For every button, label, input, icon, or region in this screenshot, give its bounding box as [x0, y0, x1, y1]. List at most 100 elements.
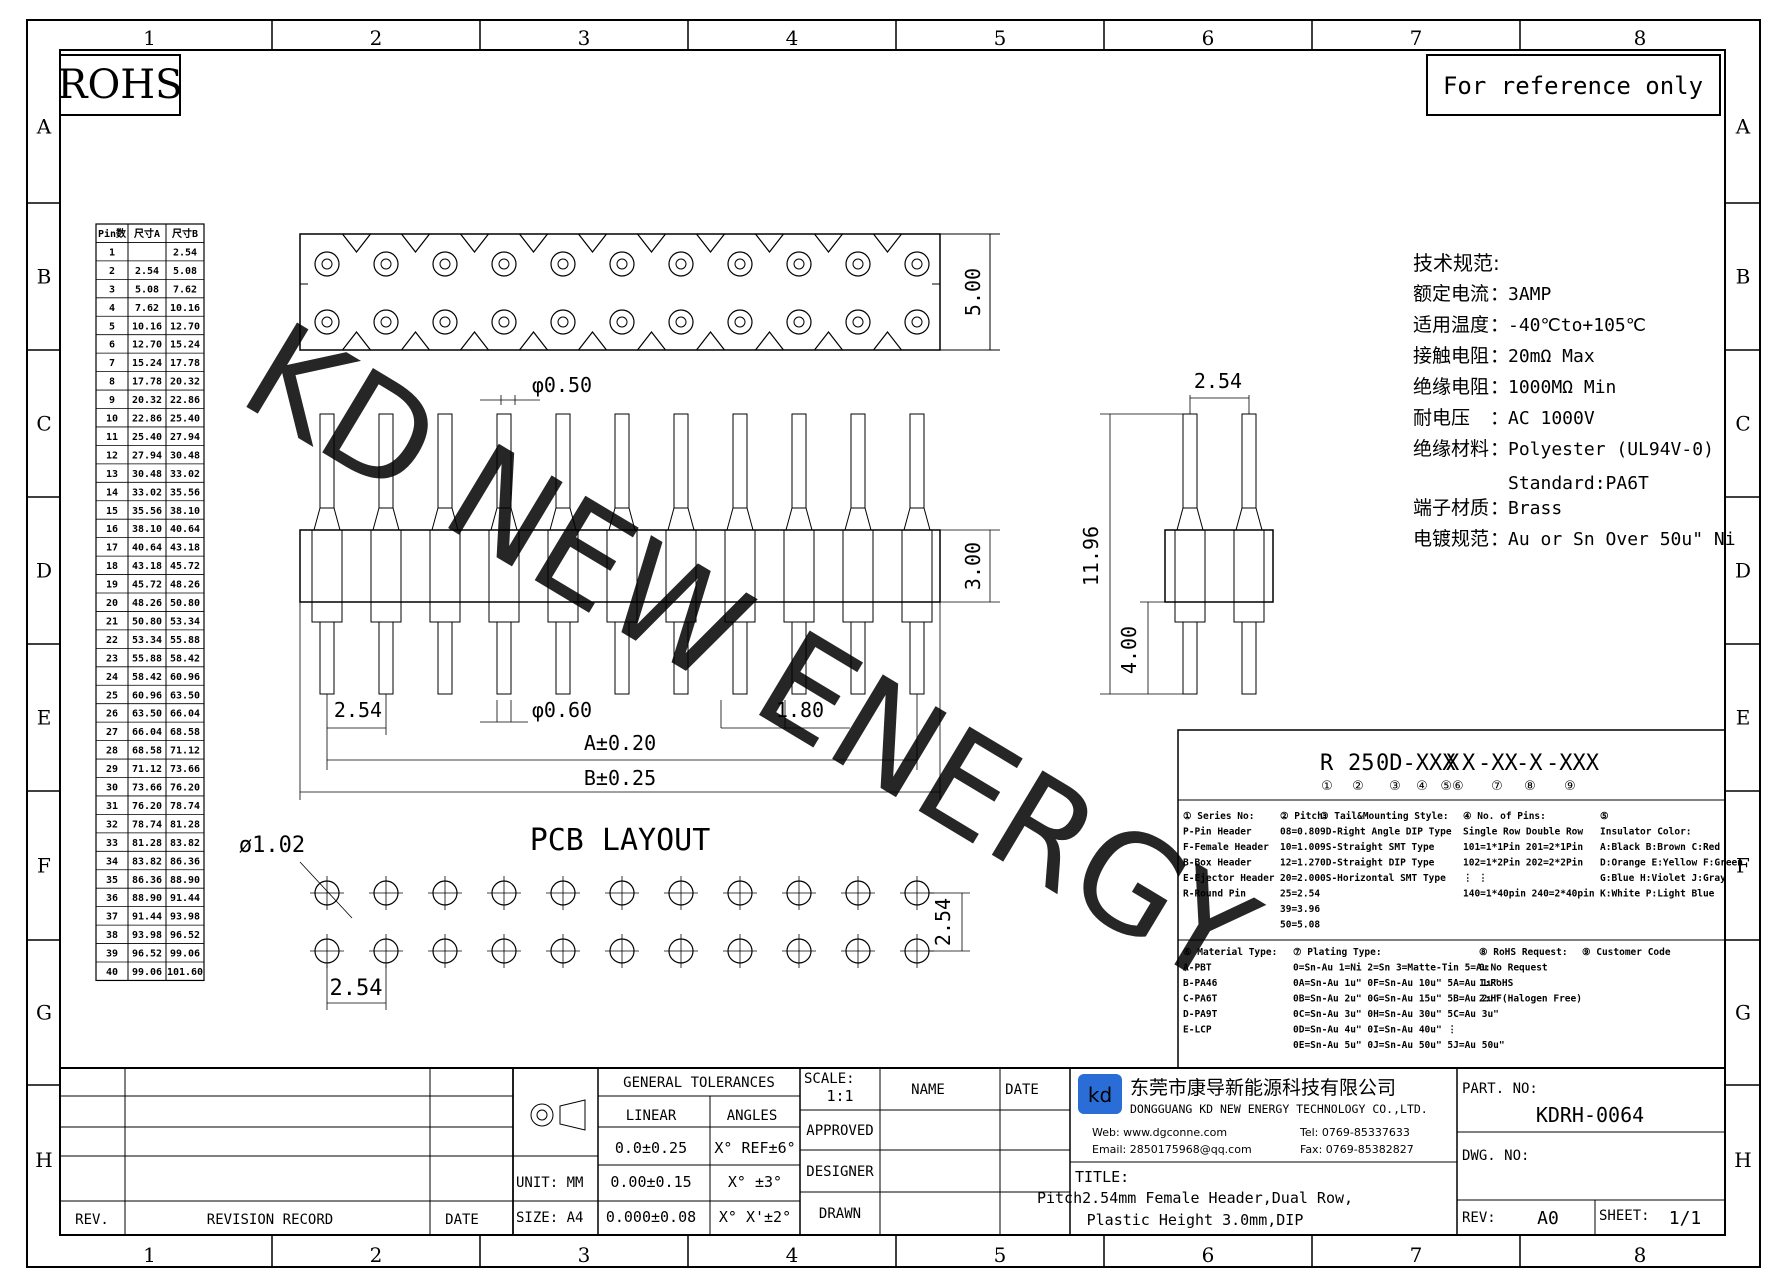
- part-code-index: ⑤⑥: [1440, 779, 1463, 794]
- pin-table-cell: 50.80: [170, 598, 200, 609]
- zone-col-top: 6: [1202, 26, 1215, 50]
- spec-colon: ：: [1490, 438, 1509, 460]
- part-code-segment: -XX: [1478, 751, 1518, 776]
- pin-table-cell: 5.08: [135, 284, 159, 295]
- pin-table-cell: 12: [106, 450, 118, 461]
- zone-col-top: 8: [1634, 26, 1647, 50]
- zone-col-bottom: 2: [370, 1243, 383, 1267]
- part-code-index: ⑧: [1524, 779, 1536, 794]
- pin-table-cell: 81.28: [170, 819, 200, 830]
- pcb-layout: [299, 861, 970, 1010]
- zone-row-left: H: [35, 1148, 52, 1172]
- projection-symbol-cone: [559, 1099, 586, 1131]
- pin-table-cell: 22.86: [170, 395, 200, 406]
- legend-line: P-Pin Header: [1183, 827, 1252, 838]
- contact-hole: [557, 258, 569, 270]
- spec-value: 3AMP: [1508, 284, 1552, 305]
- spec-value: 1000MΩ Min: [1508, 377, 1616, 398]
- side-pin-taper: [1235, 507, 1263, 531]
- legend-line: D-PA9T: [1183, 1009, 1218, 1020]
- pin-upper: [850, 413, 866, 509]
- pin-sleeve: [842, 529, 874, 603]
- pin-lower: [732, 621, 748, 695]
- spec-colon: ：: [1490, 314, 1509, 336]
- contact-ring: [668, 251, 694, 277]
- pin-table-cell: 6: [109, 340, 115, 351]
- legend-line: 25=2.54: [1280, 889, 1320, 900]
- company-email: Email: 2850175968@qq.com: [1092, 1143, 1252, 1156]
- pin-table-cell: 33.02: [170, 469, 200, 480]
- side-pin-upper: [1182, 413, 1198, 509]
- pin-table-cell: 91.44: [132, 912, 162, 923]
- legend-line: ⋮ ⋮: [1463, 873, 1488, 884]
- scale-label: SCALE:: [804, 1071, 855, 1087]
- pin-lower: [555, 621, 571, 695]
- legend-line: ④ No. of Pins:: [1463, 811, 1546, 822]
- legend-line: E-Ejector Header: [1183, 873, 1275, 884]
- pin-table-cell: 5: [109, 321, 115, 332]
- contact-hole: [321, 258, 333, 270]
- spec-value: Au or Sn Over 50u" Ni: [1508, 529, 1736, 550]
- part-code-index: ④: [1416, 779, 1428, 794]
- contact-hole: [321, 316, 333, 328]
- spec-key: 耐电压: [1413, 407, 1470, 429]
- spec-colon: ：: [1490, 345, 1509, 367]
- spec-value: -40℃to+105℃: [1508, 315, 1646, 336]
- pin-table-cell: 78.74: [170, 801, 200, 812]
- contact-ring: [491, 251, 517, 277]
- legend-line: B-Box Header: [1183, 858, 1252, 869]
- pin-table-cell: 71.12: [132, 764, 162, 775]
- reference-box: [1426, 54, 1721, 116]
- leader: [299, 861, 353, 919]
- zone-row-right: E: [1736, 706, 1751, 730]
- legend-line: 0S-Horizontal SMT Type: [1320, 873, 1446, 884]
- legend-line: 0:No Request: [1479, 963, 1548, 974]
- pin-table-cell: 39: [106, 949, 118, 960]
- pin-taper: [903, 507, 931, 531]
- notch-bottom: [873, 331, 902, 351]
- pin-table-cell: 15.24: [170, 340, 200, 351]
- part-code-index: ⑦: [1491, 779, 1503, 794]
- notch-bottom: [460, 331, 489, 351]
- pin-table-cell: 76.20: [132, 801, 162, 812]
- pcb-pitch-h: 2.54: [330, 976, 383, 1001]
- pin-table-cell: 31: [106, 801, 118, 812]
- notch-top: [814, 233, 843, 253]
- legend-line: R-Round Pin: [1183, 889, 1246, 900]
- legend-line: C-PA6T: [1183, 994, 1218, 1005]
- legend-line: Insulator Color:: [1600, 827, 1692, 838]
- company-web: Web: www.dgconne.com: [1092, 1126, 1227, 1139]
- pin-table-cell: 68.58: [132, 746, 162, 757]
- pin-table-cell: 30.48: [170, 450, 200, 461]
- legend-line: B-PA46: [1183, 978, 1218, 989]
- contact-ring: [373, 251, 399, 277]
- pin-shoulder: [311, 601, 343, 623]
- contact-ring: [550, 309, 576, 335]
- notch-bottom: [342, 331, 371, 351]
- pin-table-cell: 73.66: [170, 764, 200, 775]
- zone-col-top: 3: [578, 26, 591, 50]
- notch-top: [873, 233, 902, 253]
- pin-shoulder: [370, 601, 402, 623]
- top-view-body: [299, 233, 941, 351]
- legend-line: 20=2.00: [1280, 873, 1320, 884]
- dim-h-400: 4.00: [1117, 626, 1141, 674]
- legend-line: 0B=Sn-Au 2u" 0G=Sn-Au 15u" 5B=Au 2u": [1293, 994, 1499, 1005]
- pin-table-cell: 25.40: [132, 432, 162, 443]
- pin-sleeve: [311, 529, 343, 603]
- side-view-body: [1164, 529, 1274, 603]
- spec-colon: ：: [1490, 283, 1509, 305]
- pin-table-cell: 29: [106, 764, 118, 775]
- legend-line: 0E=Sn-Au 5u" 0J=Sn-Au 50u" 5J=Au 50u": [1293, 1040, 1505, 1051]
- pin-table-header: Pin数: [98, 227, 127, 240]
- zone-row-right: H: [1734, 1148, 1751, 1172]
- company-name-en: DONGGUANG KD NEW ENERGY TECHNOLOGY CO.,L…: [1130, 1102, 1428, 1116]
- notch-top: [637, 233, 666, 253]
- zone-col-top: 5: [994, 26, 1007, 50]
- pin-table-cell: 7.62: [135, 303, 159, 314]
- pin-taper: [726, 507, 754, 531]
- legend-line: D:Orange E:Yellow F:Green: [1600, 858, 1743, 869]
- contact-hole: [734, 258, 746, 270]
- pin-table-cell: 25: [106, 690, 118, 701]
- notch-top: [578, 233, 607, 253]
